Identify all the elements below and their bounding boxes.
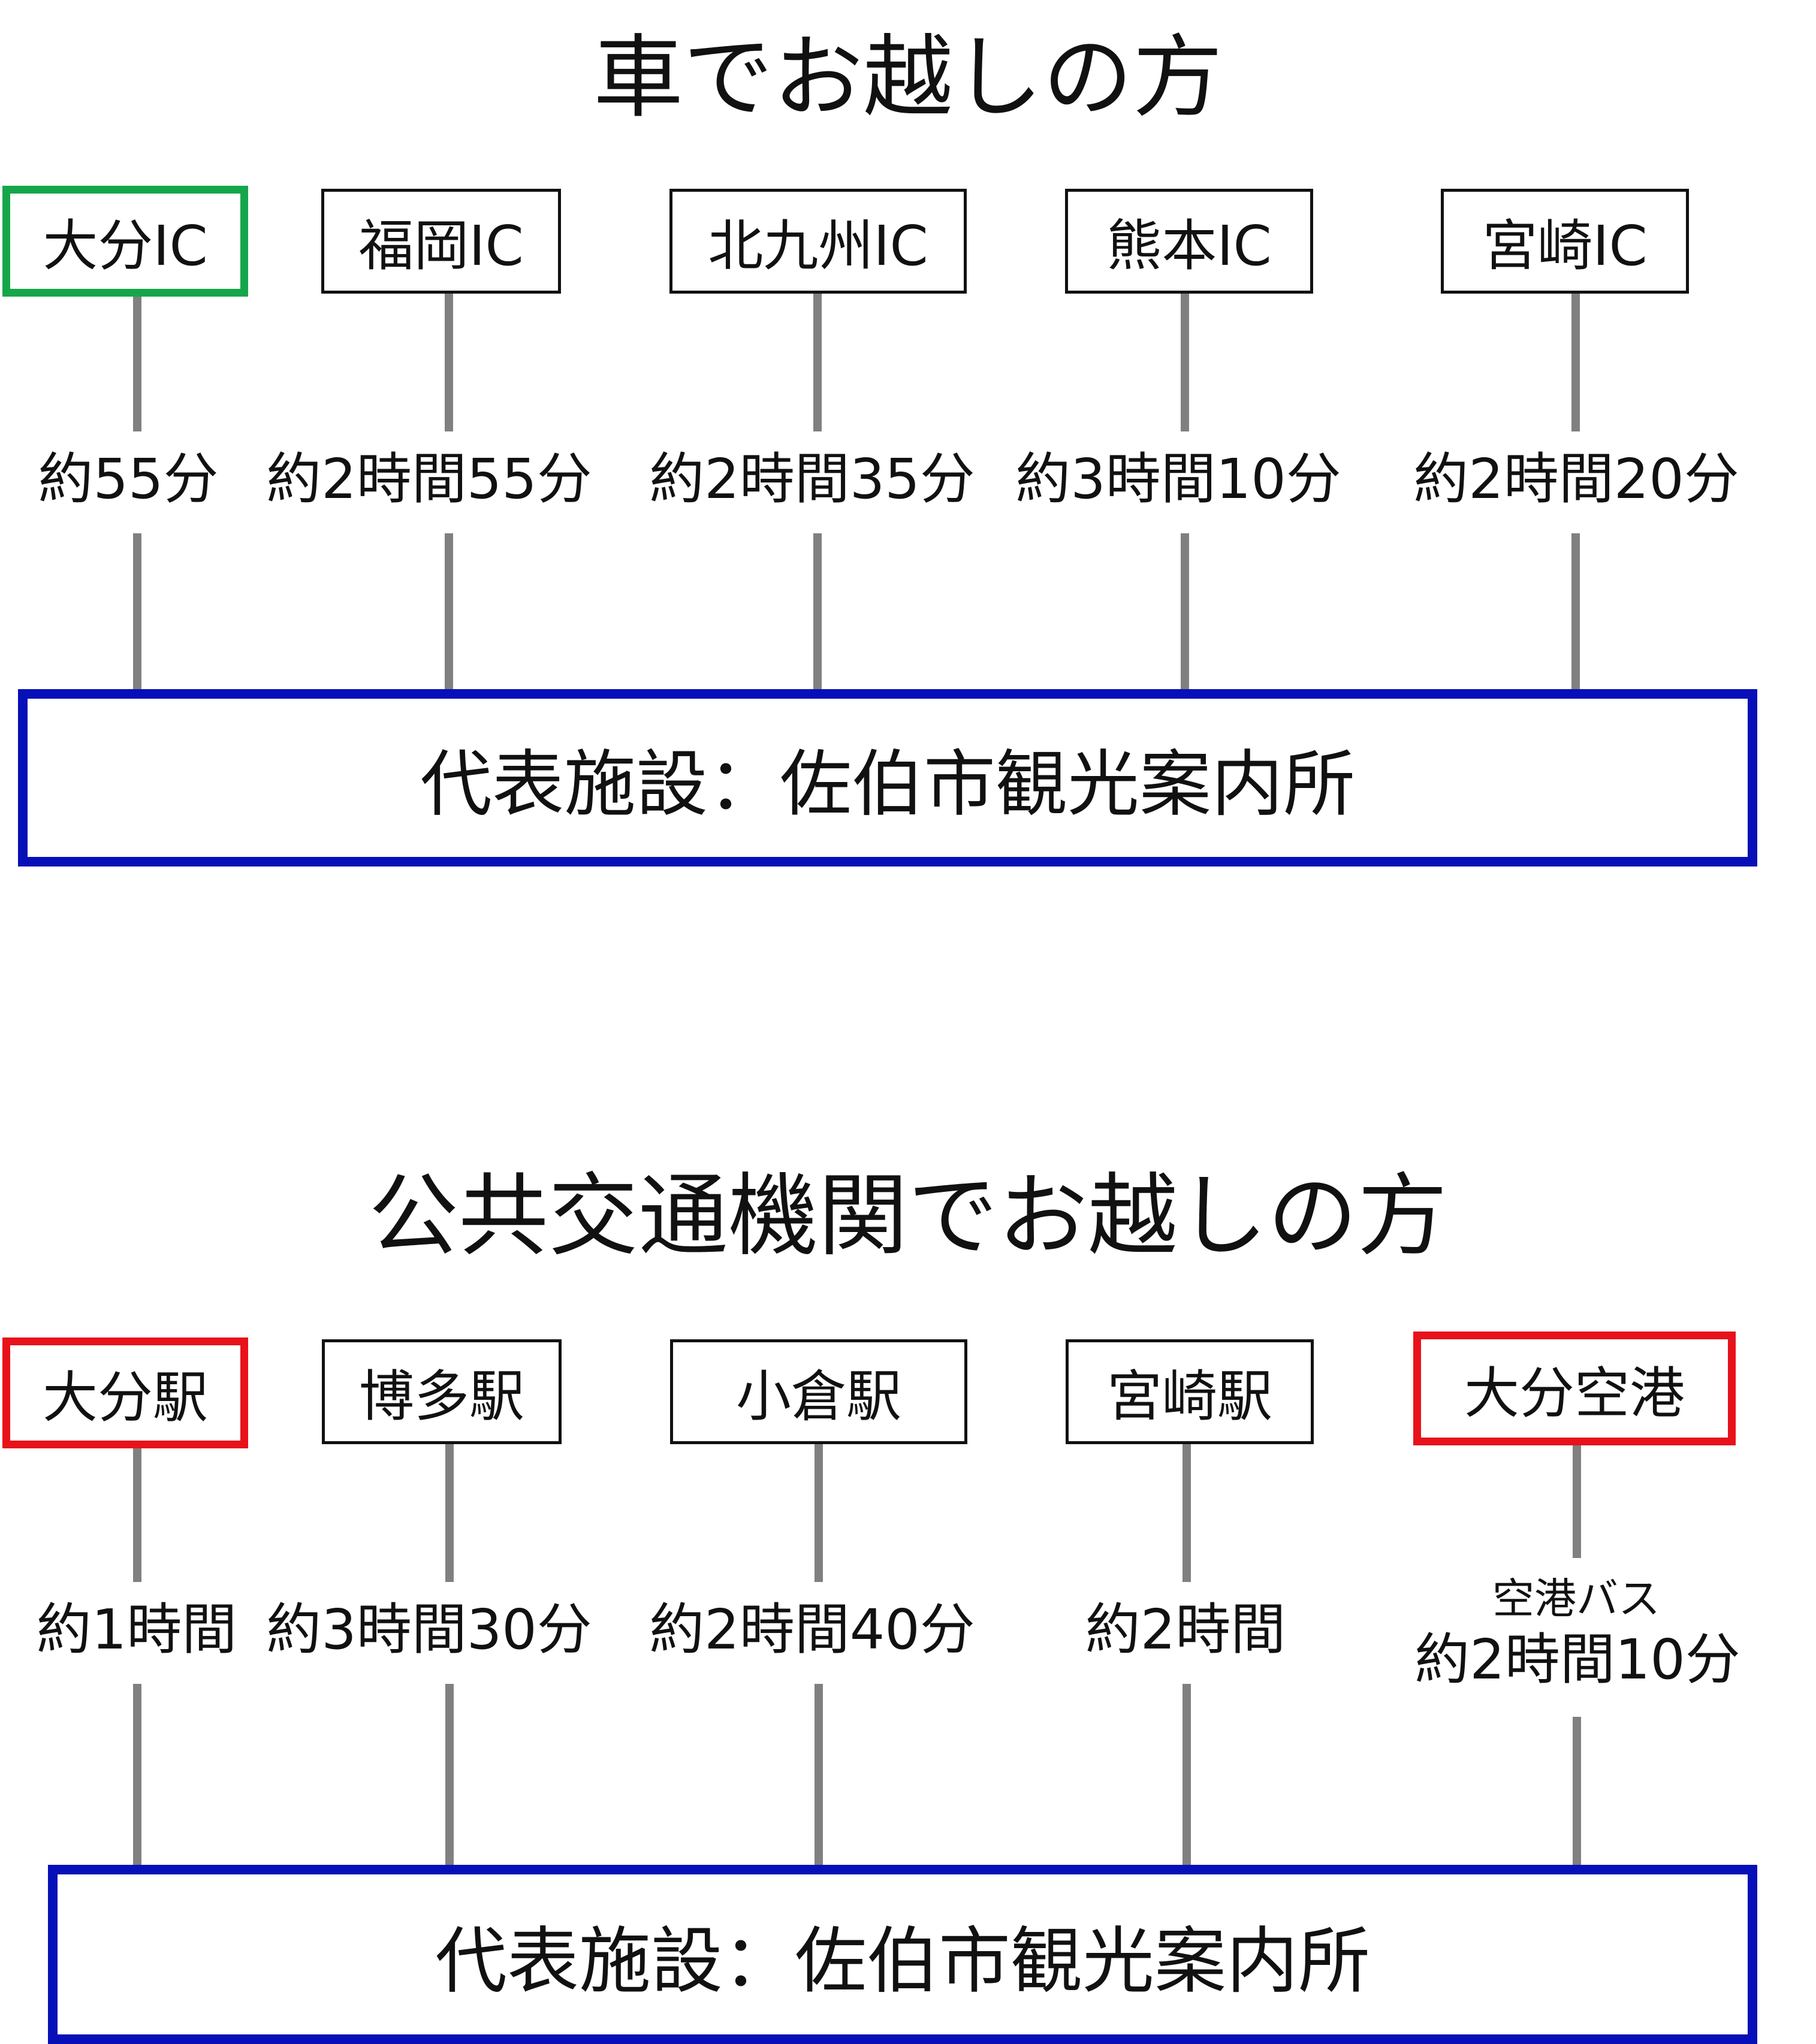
origin-label: 福岡IC — [358, 214, 524, 278]
connector-oita-station-lower — [133, 1684, 141, 1867]
connector-kokura-station-upper — [815, 1441, 823, 1582]
travel-time-kumamoto-ic: 約3時間10分 — [1015, 447, 1341, 511]
connector-miyazaki-ic-upper — [1571, 294, 1580, 431]
travel-time-miyazaki-station: 約2時間 — [1085, 1598, 1286, 1662]
connector-fukuoka-ic-upper — [445, 294, 453, 431]
connector-oita-ic-upper — [133, 294, 141, 431]
origin-fukuoka-ic: 福岡IC — [321, 189, 561, 294]
origin-miyazaki-station: 宮崎駅 — [1066, 1339, 1314, 1444]
travel-time-oita-ic: 約55分 — [38, 447, 219, 511]
destination-box-car: 代表施設：佐伯市観光案内所 — [18, 689, 1757, 866]
connector-kumamoto-ic-lower — [1181, 533, 1189, 689]
transit-section-title: 公共交通機関でお越しの方 — [368, 1164, 1447, 1269]
origin-label: 宮崎駅 — [1106, 1364, 1272, 1429]
connector-oita-airport-lower — [1573, 1717, 1581, 1867]
origin-label: 博多駅 — [358, 1364, 524, 1429]
origin-oita-station: 大分駅 — [2, 1337, 248, 1448]
car-section-title: 車でお越しの方 — [593, 26, 1223, 130]
connector-oita-ic-lower — [133, 533, 141, 689]
origin-miyazaki-ic: 宮崎IC — [1441, 189, 1689, 294]
destination-label: 代表施設：佐伯市観光案内所 — [420, 743, 1355, 826]
travel-time-fukuoka-ic: 約2時間55分 — [266, 447, 592, 511]
travel-time-oita-station: 約1時間 — [36, 1598, 237, 1662]
origin-label: 大分空港 — [1464, 1361, 1685, 1426]
connector-miyazaki-ic-lower — [1571, 533, 1580, 689]
origin-kokura-station: 小倉駅 — [670, 1339, 967, 1444]
origin-oita-ic: 大分IC — [2, 186, 248, 297]
origin-label: 大分駅 — [42, 1366, 208, 1430]
connector-hakata-station-upper — [445, 1441, 454, 1582]
origin-hakata-station: 博多駅 — [322, 1339, 562, 1444]
connector-kitakyushu-ic-upper — [813, 294, 822, 431]
destination-box-transit: 代表施設：佐伯市観光案内所 — [48, 1865, 1757, 2044]
travel-time-kokura-station: 約2時間40分 — [649, 1598, 975, 1662]
origin-oita-airport: 大分空港 — [1413, 1332, 1736, 1445]
connector-fukuoka-ic-lower — [445, 533, 453, 689]
origin-label: 宮崎IC — [1482, 214, 1648, 278]
travel-note-airport-bus: 空港バス — [1492, 1574, 1660, 1623]
destination-label: 代表施設：佐伯市観光案内所 — [435, 1919, 1370, 2003]
travel-time-oita-airport: 約2時間10分 — [1414, 1628, 1740, 1692]
origin-kitakyushu-ic: 北九州IC — [669, 189, 967, 294]
origin-label: 大分IC — [43, 214, 208, 278]
connector-oita-airport-upper — [1573, 1444, 1581, 1558]
origin-label: 熊本IC — [1106, 214, 1272, 278]
origin-label: 小倉駅 — [735, 1364, 901, 1429]
travel-time-miyazaki-ic: 約2時間20分 — [1413, 447, 1739, 511]
origin-kumamoto-ic: 熊本IC — [1065, 189, 1313, 294]
connector-kitakyushu-ic-lower — [813, 533, 822, 689]
origin-label: 北九州IC — [708, 214, 928, 278]
travel-time-hakata-station: 約3時間30分 — [266, 1598, 592, 1662]
connector-miyazaki-station-lower — [1182, 1684, 1191, 1867]
connector-miyazaki-station-upper — [1182, 1441, 1191, 1582]
connector-oita-station-upper — [133, 1444, 141, 1582]
connector-kumamoto-ic-upper — [1181, 294, 1189, 431]
connector-hakata-station-lower — [445, 1684, 454, 1867]
travel-time-kitakyushu-ic: 約2時間35分 — [649, 447, 975, 511]
connector-kokura-station-lower — [815, 1684, 823, 1867]
